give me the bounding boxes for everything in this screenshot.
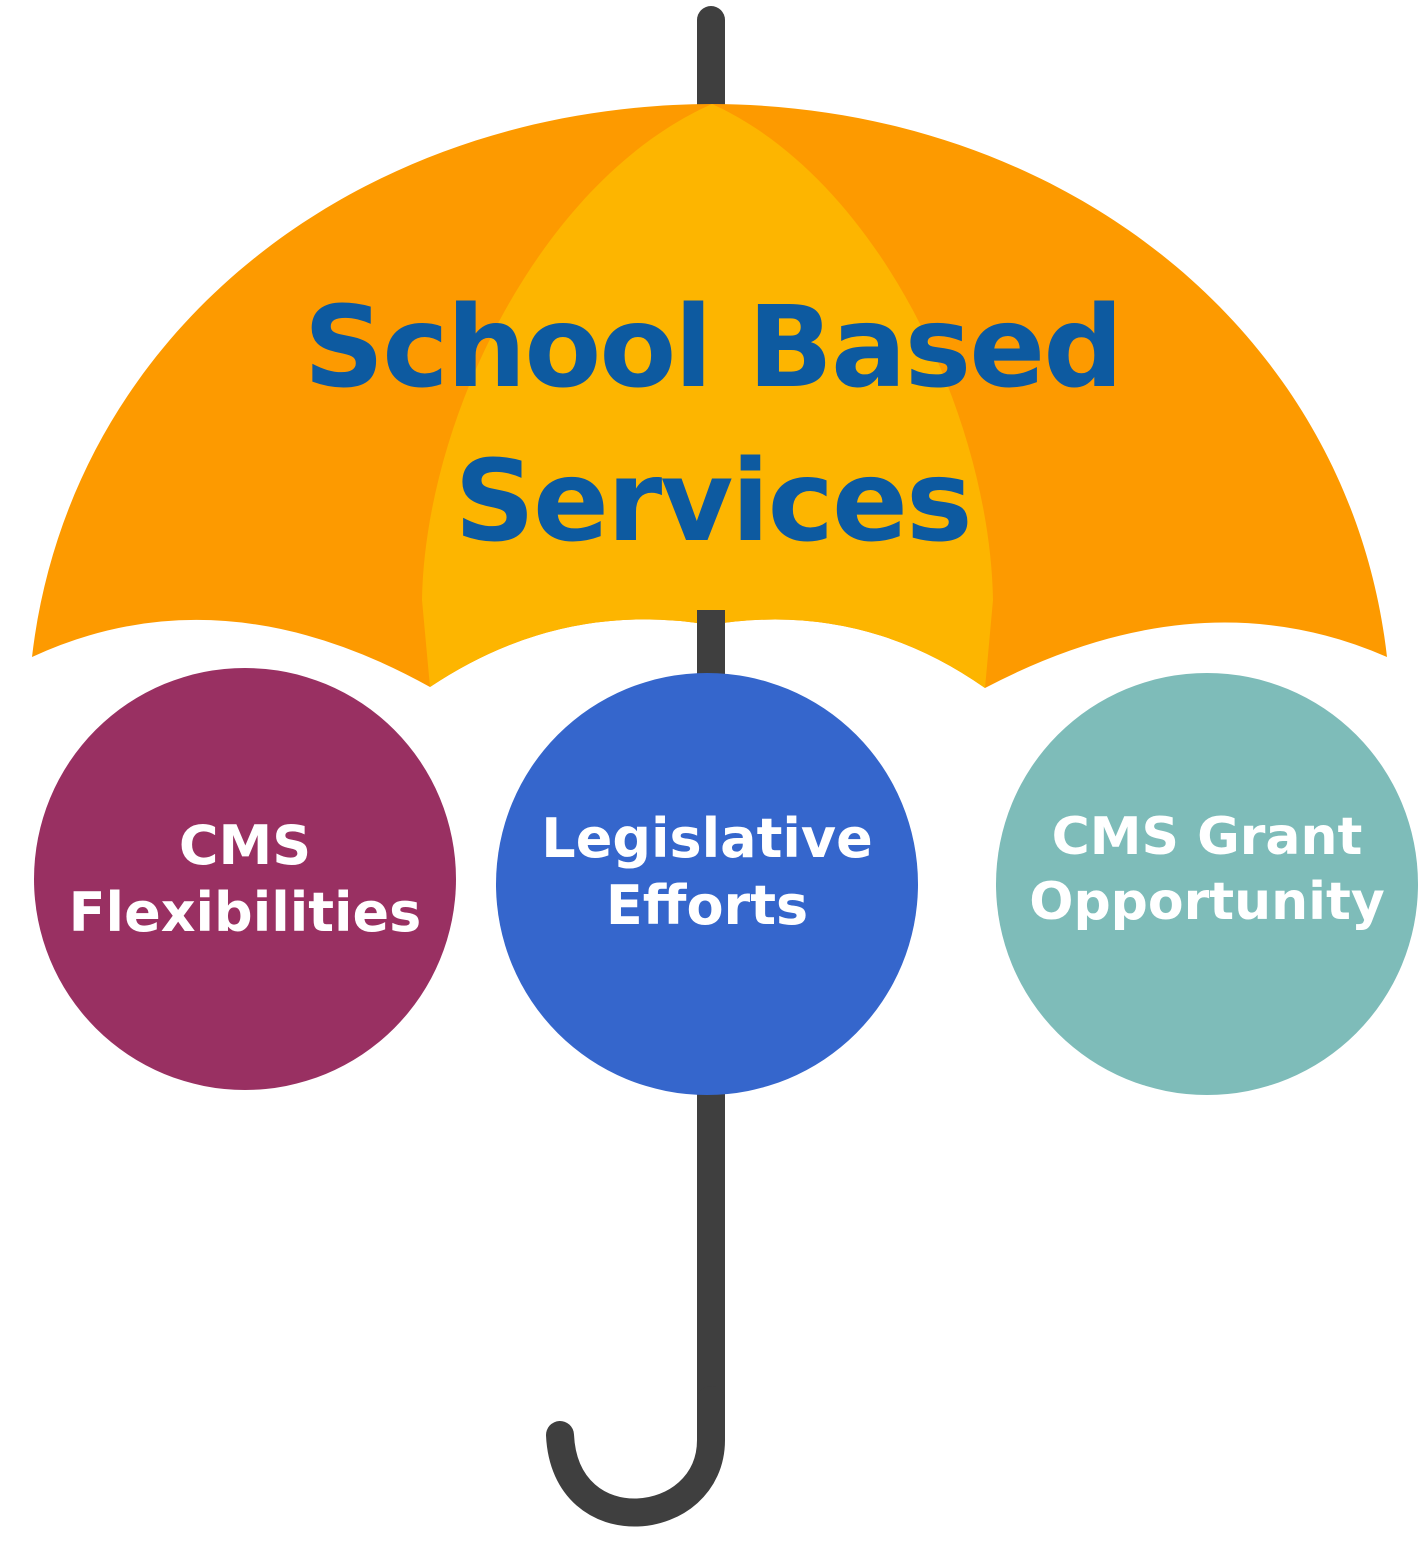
circle-label-line-2: Efforts bbox=[605, 874, 809, 937]
umbrella-handle bbox=[546, 1386, 725, 1527]
circle-label-line-2: Flexibilities bbox=[68, 881, 422, 944]
umbrella-canopy-center bbox=[422, 104, 993, 688]
circle-label-line-1: CMS Grant bbox=[1051, 807, 1363, 867]
cms-flexibilities-circle: CMS Flexibilities bbox=[34, 668, 456, 1090]
circle-label-line-1: Legislative bbox=[541, 806, 873, 870]
legislative-efforts-circle: Legislative Efforts bbox=[496, 673, 918, 1095]
page-title-line-2: Services bbox=[454, 437, 972, 567]
page-title: School Based bbox=[303, 283, 1124, 413]
cms-grant-opportunity-circle: CMS Grant Opportunity bbox=[996, 673, 1418, 1095]
circle-label-line-2: Opportunity bbox=[1029, 872, 1385, 932]
circle-label-line-1: CMS bbox=[178, 813, 312, 877]
